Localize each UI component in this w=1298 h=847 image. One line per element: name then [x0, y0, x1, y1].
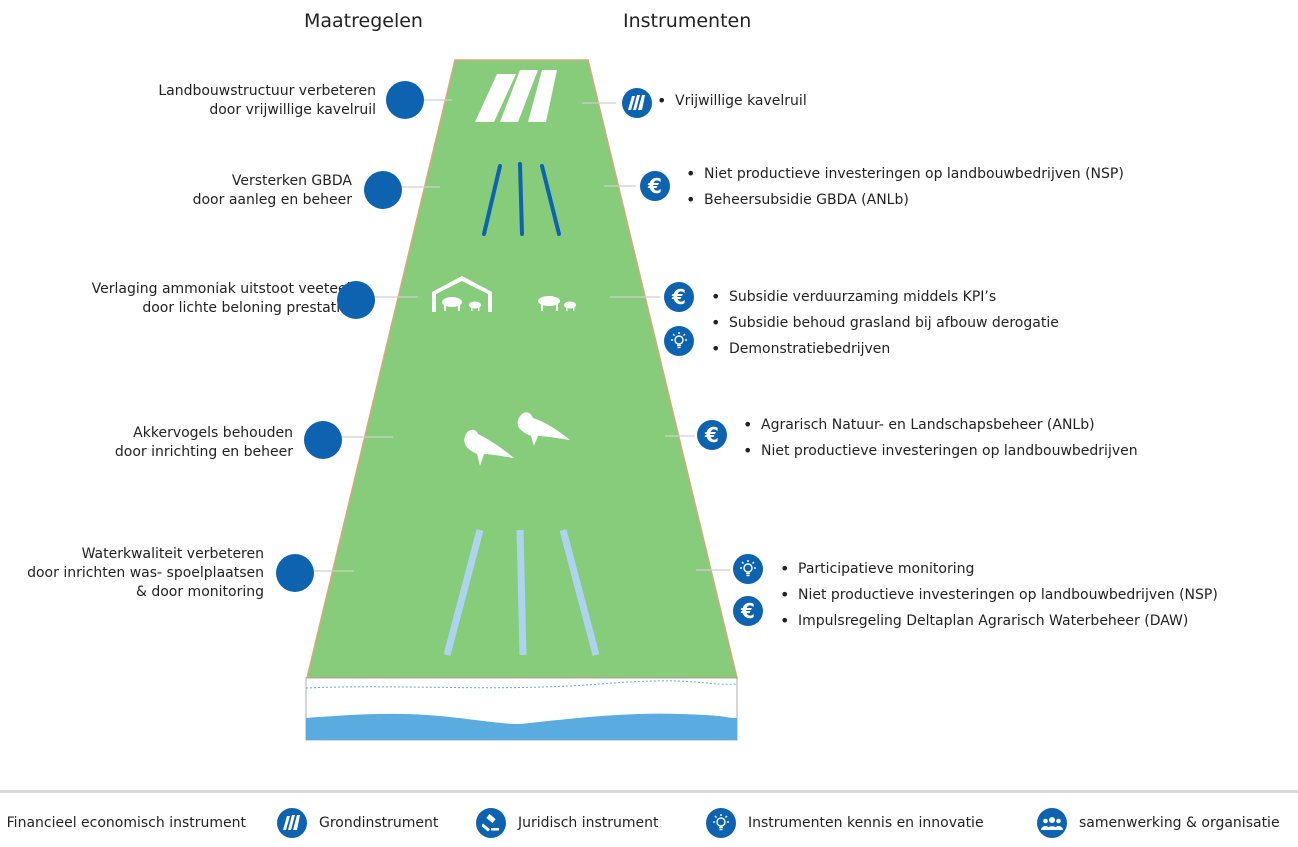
header-instrumenten: Instrumenten — [623, 10, 752, 32]
instrument-list-1: Vrijwillige kavelruil — [657, 88, 807, 114]
measure-dot-5 — [276, 554, 314, 592]
measure-dot-2 — [364, 171, 402, 209]
instrument-item: Subsidie behoud grasland bij afbouw dero… — [711, 310, 1059, 336]
euro-icon: € — [697, 420, 727, 450]
lightbulb-icon — [706, 808, 736, 838]
legend-label: Instrumenten kennis en innovatie — [748, 815, 984, 831]
header-maatregelen: Maatregelen — [304, 10, 423, 32]
lightbulb-icon — [664, 326, 694, 356]
legend-item-samenwerking: samenwerking & organisatie — [1037, 808, 1280, 838]
connector-lines — [314, 99, 730, 572]
instrument-list-2: Niet productieve investeringen op landbo… — [686, 161, 1124, 213]
instrument-item: Vrijwillige kavelruil — [657, 88, 807, 114]
legend-item-juridisch: Juridisch instrument — [476, 808, 659, 838]
water-line — [305, 680, 738, 689]
measure-dot-4 — [304, 421, 342, 459]
parcel-stripes-icon — [475, 70, 557, 122]
gbda-lines — [482, 162, 561, 236]
grond-icon — [277, 808, 307, 838]
measure-dot-1 — [386, 81, 424, 119]
instrument-item: Demonstratiebedrijven — [711, 336, 1059, 362]
grond-icon — [622, 88, 652, 118]
instrument-item: Niet productieve investeringen op landbo… — [686, 161, 1124, 187]
people-icon — [1037, 808, 1067, 838]
instrument-item: Beheersubsidie GBDA (ANLb) — [686, 187, 1124, 213]
instrument-list-3: Subsidie verduurzaming middels KPI’s Sub… — [711, 284, 1059, 362]
gavel-icon — [476, 808, 506, 838]
legend-divider — [0, 790, 1298, 793]
legend-label: Grondinstrument — [319, 815, 439, 831]
legend-item-kennis: Instrumenten kennis en innovatie — [706, 808, 984, 838]
instrument-item: Subsidie verduurzaming middels KPI’s — [711, 284, 1059, 310]
instrument-list-5: Participatieve monitoring Niet productie… — [780, 556, 1218, 634]
cows-icon — [538, 296, 576, 311]
instrument-list-4: Agrarisch Natuur- en Landschapsbeheer (A… — [743, 412, 1138, 464]
legend-label: samenwerking & organisatie — [1079, 815, 1280, 831]
euro-icon: € — [640, 171, 670, 201]
measure-dot-3 — [337, 281, 375, 319]
legend-item-grond: Grondinstrument — [277, 808, 438, 838]
euro-icon: € — [733, 596, 763, 626]
barn-icon — [432, 276, 492, 312]
instrument-item: Niet productieve investeringen op landbo… — [780, 582, 1218, 608]
water-body — [306, 713, 737, 740]
instrument-item: Niet productieve investeringen op landbo… — [743, 438, 1138, 464]
lightbulb-icon — [733, 554, 763, 584]
legend-label: Juridisch instrument — [518, 815, 659, 831]
instrument-item: Agrarisch Natuur- en Landschapsbeheer (A… — [743, 412, 1138, 438]
ditches — [443, 529, 600, 656]
instrument-item: Participatieve monitoring — [780, 556, 1218, 582]
instrument-item: Impulsregeling Deltaplan Agrarisch Water… — [780, 608, 1218, 634]
bird-icon — [464, 412, 570, 466]
legend-label-financieel: Financieel economisch instrument — [6, 815, 246, 831]
euro-icon: € — [664, 282, 694, 312]
